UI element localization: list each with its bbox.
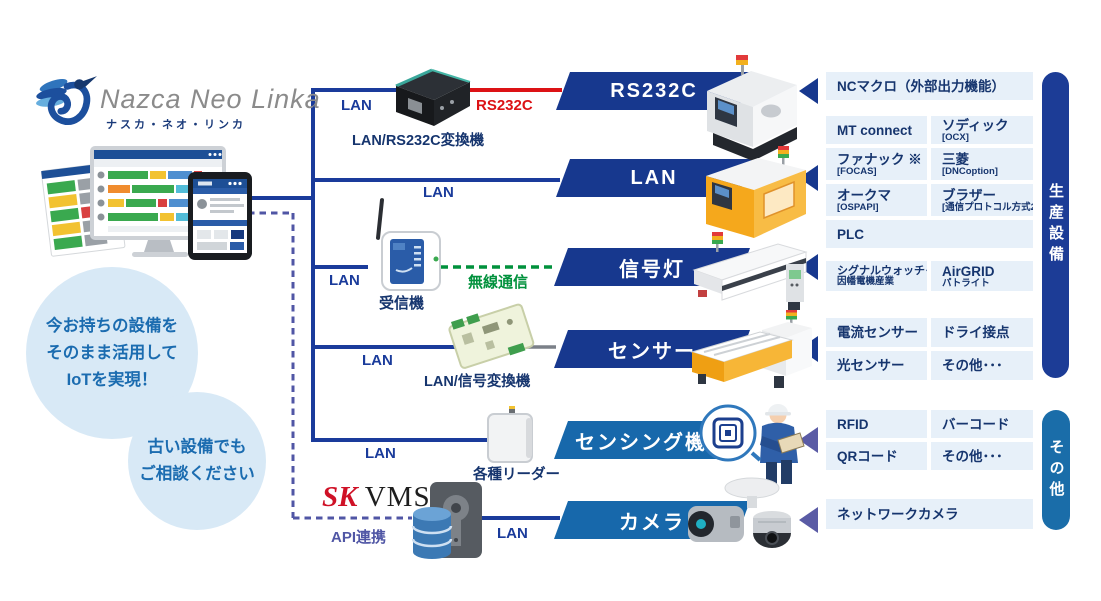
cell-current-sensor: 電流センサー xyxy=(826,318,927,347)
rs232c-label: RS232C xyxy=(476,97,533,114)
cell-mitsubishi: 三菱 [DNCoption] xyxy=(931,148,1033,180)
reader-label: 各種リーダー xyxy=(473,467,560,483)
brand-title: Nazca Neo Linka xyxy=(100,84,321,114)
cell-mt-connect: MT connect xyxy=(826,116,927,144)
wireless-label: 無線通信 xyxy=(468,274,529,291)
lan-label-2: LAN xyxy=(423,184,454,201)
cell-okuma: オークマ [OSPAPI] xyxy=(826,184,927,216)
cell-barcode: バーコード xyxy=(931,410,1033,438)
arrow-rs232c xyxy=(799,78,818,104)
worker-rfid-icon xyxy=(699,404,805,486)
bubble2-line2: ご相談ください xyxy=(139,465,255,483)
machine-cnc-lathe-icon xyxy=(707,55,797,161)
bubble2-line1: 古い設備でも xyxy=(147,438,247,456)
cell-airgrid: AirGRID パトライト xyxy=(931,261,1033,291)
bubble1-line3: IoTを実現！ xyxy=(66,370,158,389)
cell-sensing-others: その他･･･ xyxy=(931,442,1033,470)
bubble1-line2: そのまま活用して xyxy=(46,343,178,362)
machine-signal-light-icon xyxy=(692,232,808,310)
lan-label-5: LAN xyxy=(365,445,396,462)
arrow-camera xyxy=(799,507,818,533)
cell-sensor-others: その他･･･ xyxy=(931,351,1033,380)
cell-nc-macro: NCマクロ（外部出力機能） xyxy=(826,72,1033,100)
cell-rfid: RFID xyxy=(826,410,927,438)
cell-light-sensor: 光センサー xyxy=(826,351,927,380)
cell-qr-code: QRコード xyxy=(826,442,927,470)
bubble-old-equipment: 古い設備でも ご相談ください xyxy=(128,392,266,530)
receiver-label: 受信機 xyxy=(379,295,425,312)
lan-label-6: LAN xyxy=(497,525,528,542)
machine-orange-icon xyxy=(706,146,806,238)
api-line xyxy=(248,211,412,520)
sk-vms-logo: SK VMS xyxy=(322,481,431,513)
machine-conveyor-icon xyxy=(690,310,812,388)
bubble1-line1: 今お持ちの設備を xyxy=(46,316,178,335)
api-label: API連携 xyxy=(331,529,387,546)
lan-label-3: LAN xyxy=(329,272,360,289)
cell-brother: ブラザー [通信プロトコル方式2] xyxy=(931,184,1033,216)
lan-signal-converter-icon xyxy=(448,303,535,369)
signal-converter-label: LAN/信号変換機 xyxy=(424,374,531,390)
database-icon xyxy=(411,507,453,559)
wireless-receiver-icon xyxy=(376,198,441,291)
reader-device-icon xyxy=(487,406,533,463)
cameras-icon xyxy=(688,477,791,548)
cell-signal-watcher: シグナルウォッチャー 因幡電機産業 xyxy=(826,261,927,291)
lan-label-4: LAN xyxy=(362,352,393,369)
cell-sodick: ソディック [OCX] xyxy=(931,116,1033,144)
pill-others: その他 xyxy=(1042,410,1070,530)
hummingbird-logo-icon xyxy=(36,76,97,125)
cell-dry-contact: ドライ接点 xyxy=(931,318,1033,347)
brand-subtitle: ナスカ・ネオ・リンカ xyxy=(106,119,246,131)
cell-network-camera: ネットワークカメラ xyxy=(826,499,1033,529)
lan-rs232c-converter-icon xyxy=(395,68,471,126)
lan-label-1: LAN xyxy=(341,97,372,114)
cell-plc: PLC xyxy=(826,220,1033,248)
pill-production-equipment: 生産設備 xyxy=(1042,72,1069,378)
cell-fanuc: ファナック ※ [FOCAS] xyxy=(826,148,927,180)
converter-label: LAN/RS232C変換機 xyxy=(352,133,485,149)
dashboard-mockup xyxy=(40,146,252,260)
